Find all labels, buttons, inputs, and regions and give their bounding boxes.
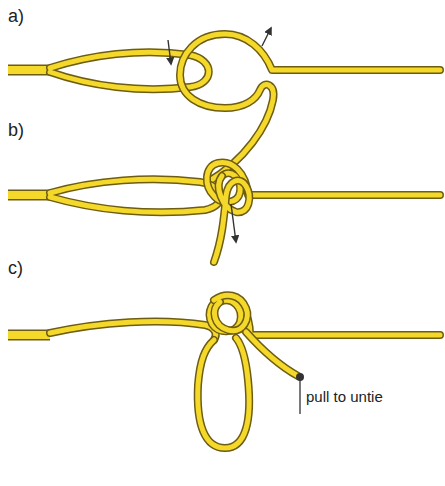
panel-letter: a) xyxy=(8,6,24,27)
callout-label: pull to untie xyxy=(306,388,383,405)
panel-letter: b) xyxy=(8,120,24,141)
panel-letter: c) xyxy=(8,258,23,279)
